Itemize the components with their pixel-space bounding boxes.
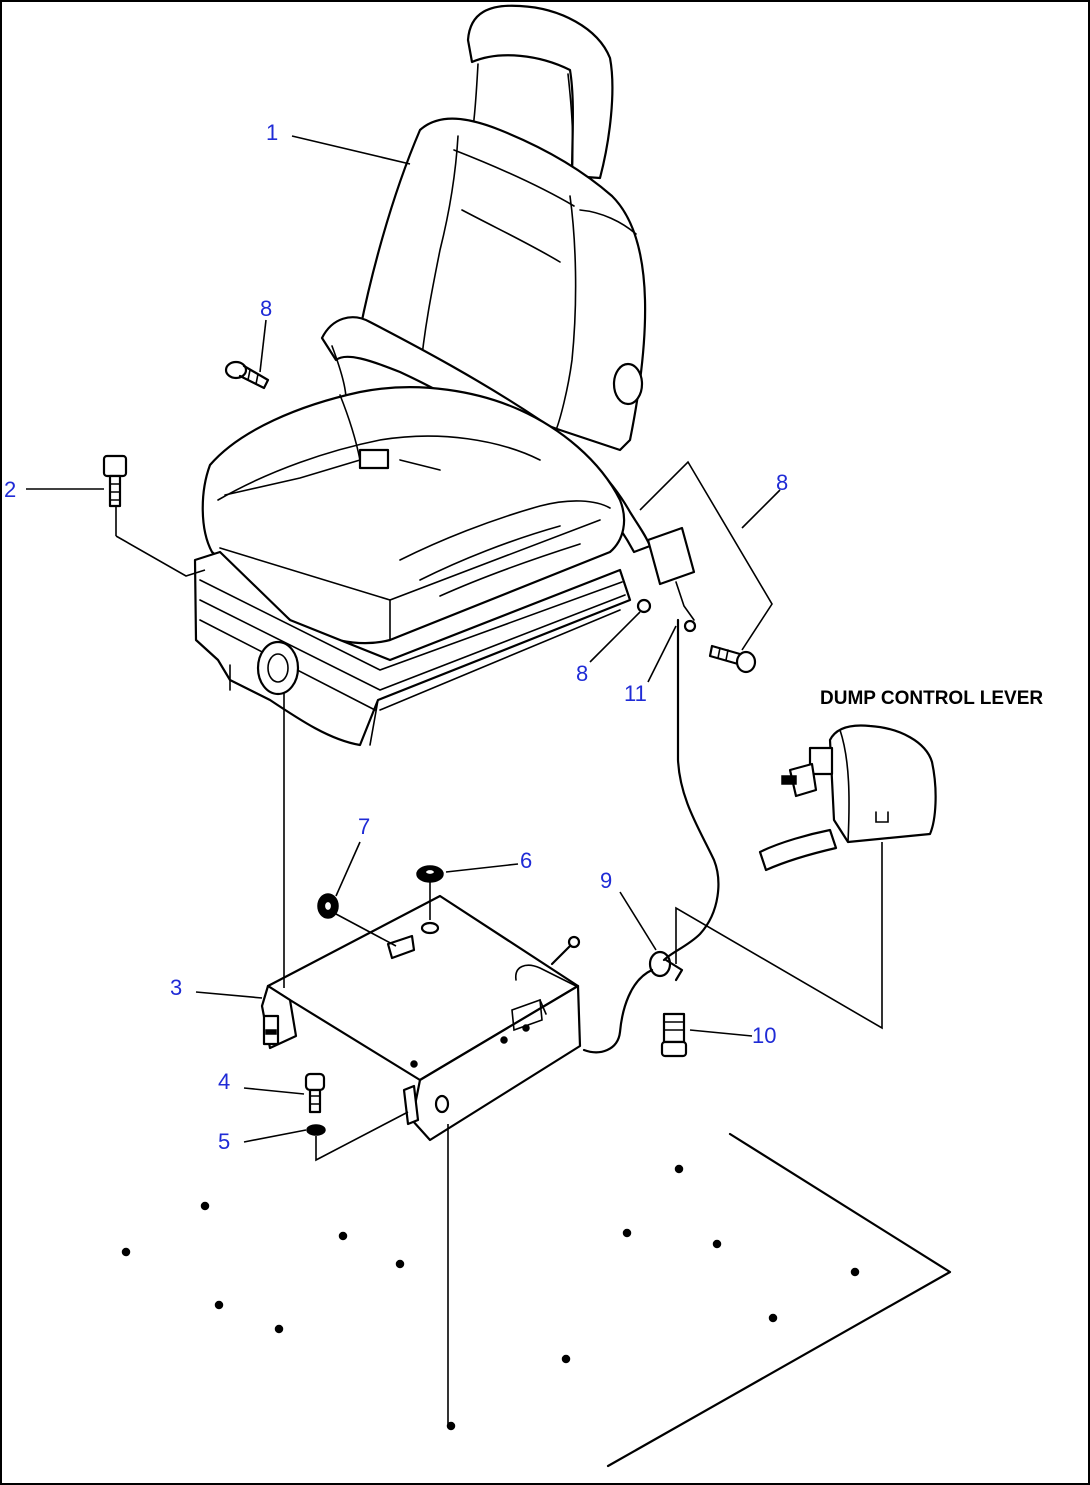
callout-5: 5 <box>218 1129 230 1154</box>
callout-4: 4 <box>218 1069 230 1094</box>
clamp-9 <box>648 950 684 982</box>
floor-plate <box>121 1132 952 1468</box>
callout-1: 1 <box>266 120 278 145</box>
callout-10: 10 <box>752 1023 776 1048</box>
washer-5 <box>306 1124 326 1136</box>
washer-6 <box>416 865 444 883</box>
bolt-10 <box>660 1012 688 1058</box>
dump-control-lever-caption: DUMP CONTROL LEVER <box>820 688 1043 709</box>
callout-3: 3 <box>170 975 182 1000</box>
callout-6: 6 <box>520 848 532 873</box>
callout-7: 7 <box>358 814 370 839</box>
dump-control-lever <box>758 724 937 872</box>
bolt-8-upper <box>224 360 270 390</box>
bolt-4 <box>304 1072 326 1114</box>
assembly-lines <box>115 460 883 1424</box>
seat-bracket <box>260 894 582 1142</box>
bolt-2 <box>102 454 128 508</box>
grommet-7 <box>317 893 339 919</box>
callout-8-upper: 8 <box>260 296 272 321</box>
callout-9: 9 <box>600 868 612 893</box>
callout-2: 2 <box>4 477 16 502</box>
seat-assembly <box>193 4 697 747</box>
callout-8-right: 8 <box>776 470 788 495</box>
callout-labels: 1 8 2 8 8 11 7 6 9 3 10 4 5 <box>4 120 788 1154</box>
bolt-8-right <box>708 644 757 674</box>
callout-leaders <box>26 135 781 1143</box>
callout-11: 11 <box>624 681 647 706</box>
callout-8-lower: 8 <box>576 661 588 686</box>
